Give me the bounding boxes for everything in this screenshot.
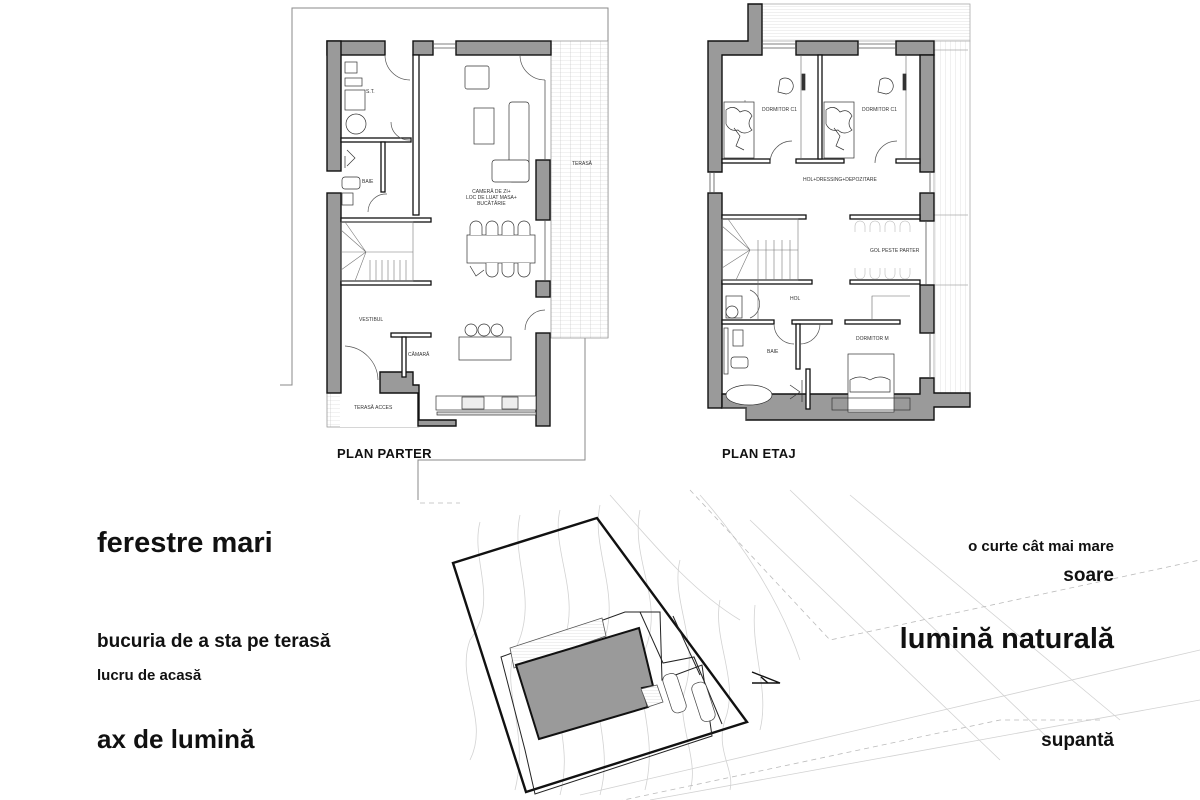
ground-floor-plan-title: PLAN PARTER <box>337 446 432 461</box>
site-plan <box>420 489 1200 800</box>
room-label-pantry: CĂMARĂ <box>408 352 430 358</box>
keyword-large-windows: ferestre mari <box>97 527 273 559</box>
room-label-entry-terrace: TERASĂ ACCES <box>354 405 393 411</box>
ground-floor-plan <box>280 7 609 500</box>
room-label-bedroom-1: DORMITOR C1 <box>762 107 797 113</box>
north-arrow-icon <box>751 671 781 684</box>
keyword-large-yard: o curte cât mai mare <box>968 538 1114 555</box>
room-label-bedroom-2: DORMITOR C1 <box>862 107 897 113</box>
keyword-sun: soare <box>1063 565 1114 586</box>
keyword-natural-light: lumină naturală <box>899 623 1114 655</box>
room-label-hall-dressing: HOL+DRESSING+DEPOZITARE <box>803 177 877 183</box>
upper-floor-plan <box>707 3 971 421</box>
lot-boundary <box>451 516 749 794</box>
parked-cars <box>662 673 716 722</box>
house-footprint <box>514 626 655 741</box>
keyword-work-from-home: lucru de acasă <box>97 667 202 684</box>
terrace-hatch <box>550 40 609 339</box>
stairs <box>340 221 414 282</box>
room-label-living: CAMERĂ DE ZI+ LOC DE LUAT MASA+ BUCĂTĂRI… <box>466 189 517 207</box>
room-label-vestibule: VESTIBUL <box>359 317 384 323</box>
room-label-storage: S.T. <box>366 89 375 95</box>
room-label-master-bedroom: DORMITOR M <box>856 336 889 342</box>
keyword-mezzanine: supantă <box>1041 730 1114 751</box>
room-label-bath: BAIE <box>362 179 374 185</box>
upper-floor-plan-title: PLAN ETAJ <box>722 446 796 461</box>
room-label-bath-upper: BAIE <box>767 349 779 355</box>
room-label-hall: HOL <box>790 296 801 302</box>
keyword-light-axis: ax de lumină <box>97 724 255 754</box>
roof-terrace <box>761 3 971 42</box>
keyword-terrace-joy: bucuria de a sta pe terasă <box>97 631 331 652</box>
room-label-terrace: TERASĂ <box>572 161 593 167</box>
room-label-void: GOL PESTE PARTER <box>870 248 920 254</box>
